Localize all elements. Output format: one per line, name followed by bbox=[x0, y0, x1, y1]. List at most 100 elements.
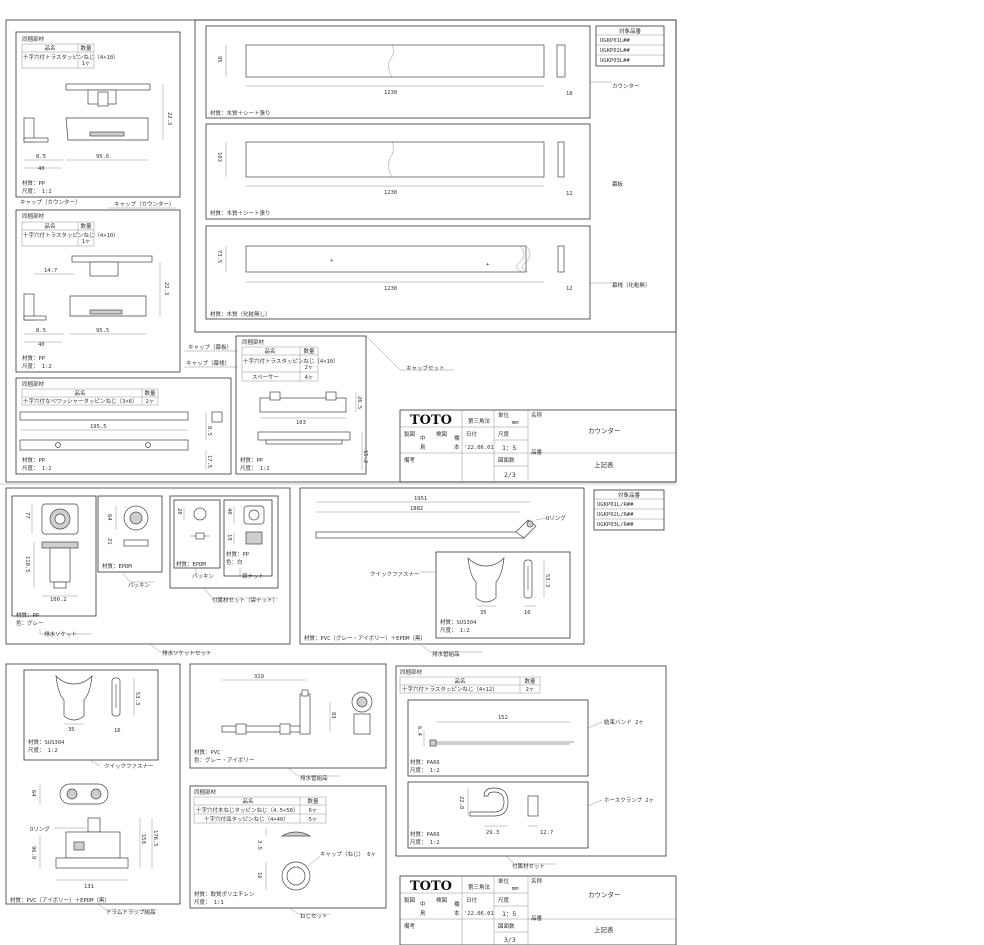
dim: 73.5 bbox=[216, 250, 222, 263]
drain-socket-set-frame bbox=[5, 487, 291, 645]
angle: 第三角法 bbox=[468, 417, 491, 425]
remark-label: 備考 bbox=[404, 456, 416, 464]
mark-plus: + bbox=[330, 258, 334, 264]
label-drain-socket: 排水ソケット bbox=[44, 630, 77, 638]
drawn-by: 中 bbox=[420, 434, 426, 442]
date-label: 日付 bbox=[466, 896, 478, 904]
material: 材質：PVC bbox=[194, 748, 220, 756]
part-name: 十字穴付なべワッシャータッピンねじ（3×6） bbox=[23, 397, 137, 405]
color: 色：グレー bbox=[16, 619, 44, 627]
toto-logo: TOTO bbox=[410, 879, 452, 894]
col-name: 品名 bbox=[74, 389, 85, 397]
material: 材質：PP bbox=[16, 611, 40, 619]
dim: 152 bbox=[498, 715, 508, 721]
date: '22.06.01 bbox=[464, 445, 494, 451]
applicable-item-3: UGKP03L## bbox=[600, 58, 630, 64]
col-qty: 数量 bbox=[144, 389, 156, 397]
label-accessory-bag-nut: 付属材セット（袋ナット） bbox=[212, 596, 278, 604]
material: 材質：軟質ポリエチレン bbox=[194, 890, 255, 898]
label-bag-nut: 袋ナット bbox=[242, 572, 264, 580]
label-drum-trap: ドラムトラップ組品 bbox=[106, 908, 156, 916]
date-label: 日付 bbox=[466, 430, 478, 438]
label-accessory-set: 付属材セット bbox=[512, 862, 545, 870]
dim: 28 bbox=[176, 508, 182, 515]
part-name: 十字穴付トラスタッピンねじ（4×10） bbox=[243, 357, 339, 365]
applicable-item-2: UGKP02L/R## bbox=[597, 512, 634, 518]
applicable-item-1: UGKP01L## bbox=[600, 38, 630, 44]
scale-label: 尺度 bbox=[498, 896, 510, 904]
checked-by: 橋 bbox=[454, 900, 460, 908]
dim: 95.5 bbox=[96, 328, 109, 334]
applicable-item-2: UGKP02L## bbox=[600, 48, 630, 54]
label-drain-pipe: 排水管組品 bbox=[432, 650, 460, 658]
part-name: 十字穴付トラスタッピンねじ（4×10） bbox=[23, 53, 119, 61]
cap-cross-box: 同梱部材 品名 数量 十字穴付なべワッシャータッピンねじ（3×6） 2ヶ 195… bbox=[15, 377, 232, 475]
part-qty: 5ヶ bbox=[309, 817, 318, 823]
material: 材質：PVC（グレー・アイボリー）＋EPDM（黒） bbox=[304, 634, 426, 642]
col-name: 品名 bbox=[264, 347, 275, 355]
counter-panel: 95 1230 18 材質：木質＋シート張り カウンター bbox=[205, 25, 640, 119]
col-name: 品名 bbox=[454, 677, 465, 685]
angle: 第三角法 bbox=[468, 883, 491, 891]
label-hose-clamp: ホースクランプ 2ヶ bbox=[604, 797, 654, 804]
dim: 22.3 bbox=[166, 112, 172, 125]
included-parts-label: 同梱部材 bbox=[400, 668, 423, 676]
drawn-by: 中 bbox=[420, 900, 426, 908]
title-block-sheet-2: TOTO 第三角法 単位 mm 名称 カウンター 製図 中 鳥 検図 橋 本 日… bbox=[399, 409, 677, 483]
dim: 176.5 bbox=[152, 830, 158, 847]
material: 材質：PP bbox=[22, 456, 46, 464]
oring-label: Oリング bbox=[30, 825, 50, 833]
oring-label: Oリング bbox=[546, 514, 566, 522]
included-parts-label: 同梱部材 bbox=[22, 212, 45, 220]
part-name: 十字穴付トラスタッピンねじ（4×12） bbox=[402, 685, 498, 693]
part-qty: 2ヶ bbox=[305, 365, 314, 371]
material: 材質：PP bbox=[240, 456, 264, 464]
applicable-header: 対象品番 bbox=[618, 491, 641, 499]
drawn-label: 製図 bbox=[404, 430, 416, 438]
label-screw-set: ねじセット bbox=[300, 913, 328, 920]
applicable-item-1: UGKP01L/R## bbox=[597, 502, 634, 508]
dim: 53.3 bbox=[544, 574, 550, 587]
dim: 319 bbox=[254, 674, 264, 680]
material: 材質：SUS304 bbox=[440, 618, 477, 626]
part-name: 十字穴付木ねじタッピンねじ（4.5×50） bbox=[196, 806, 298, 814]
material: 材質：木質＋シート張り bbox=[210, 109, 271, 117]
dim: 12.7 bbox=[540, 830, 553, 836]
material: 材質：EPDM bbox=[176, 560, 206, 568]
material: 材質：PP bbox=[22, 179, 46, 187]
cap-back-box: 同梱部材 品名 数量 十字穴付トラスタッピンねじ（4×10） 1ヶ 14.7 2… bbox=[15, 209, 181, 373]
material: 材質：PVC（アイボリー）＋EPDM（黒） bbox=[10, 896, 110, 904]
drain-pipe-assembly-2: 319 83 材質：PVC 色：グレー・アイボリー 排水管組品 bbox=[189, 663, 387, 782]
dim: 14.7 bbox=[44, 268, 57, 274]
name-label: 名称 bbox=[531, 877, 543, 885]
toto-logo: TOTO bbox=[410, 413, 452, 428]
dim: 96.9 bbox=[30, 846, 36, 859]
col-name: 品名 bbox=[44, 44, 55, 52]
dim: 40 bbox=[226, 508, 232, 515]
dim: 3.5 bbox=[256, 840, 262, 850]
applicable-header: 対象品番 bbox=[619, 27, 642, 35]
part-qty: 1ヶ bbox=[82, 239, 91, 245]
unit-label: 単位 bbox=[498, 411, 510, 419]
part-qty: 2ヶ bbox=[146, 399, 155, 405]
dim: 1882 bbox=[410, 506, 423, 512]
bag-nut: 40 19 材質：PP 色：白 袋ナット bbox=[223, 499, 273, 580]
dim: 22.3 bbox=[163, 282, 169, 295]
label-cap-cross: キャップ（幕桟） bbox=[186, 359, 230, 367]
dim: 26.5 bbox=[356, 396, 362, 409]
scale: 尺度： 1:2 bbox=[440, 626, 470, 634]
dim: 8.5 bbox=[36, 154, 46, 160]
scale: 尺度： 1:2 bbox=[410, 838, 440, 846]
dim: 35 bbox=[68, 727, 75, 733]
dim: 158 bbox=[140, 834, 146, 844]
dim: 131 bbox=[84, 884, 94, 890]
checked-by: 本 bbox=[454, 443, 460, 451]
dim: 29.3 bbox=[486, 830, 499, 836]
dim: 83 bbox=[330, 712, 336, 719]
col-qty: 数量 bbox=[303, 347, 315, 355]
scale: 尺度： 1:2 bbox=[22, 187, 52, 195]
packing-2: 28 材質：EPDM パッキン bbox=[173, 499, 221, 580]
remark-label: 備考 bbox=[404, 922, 416, 930]
dim: 195.5 bbox=[90, 424, 107, 430]
scale: 1：5 bbox=[502, 444, 516, 452]
